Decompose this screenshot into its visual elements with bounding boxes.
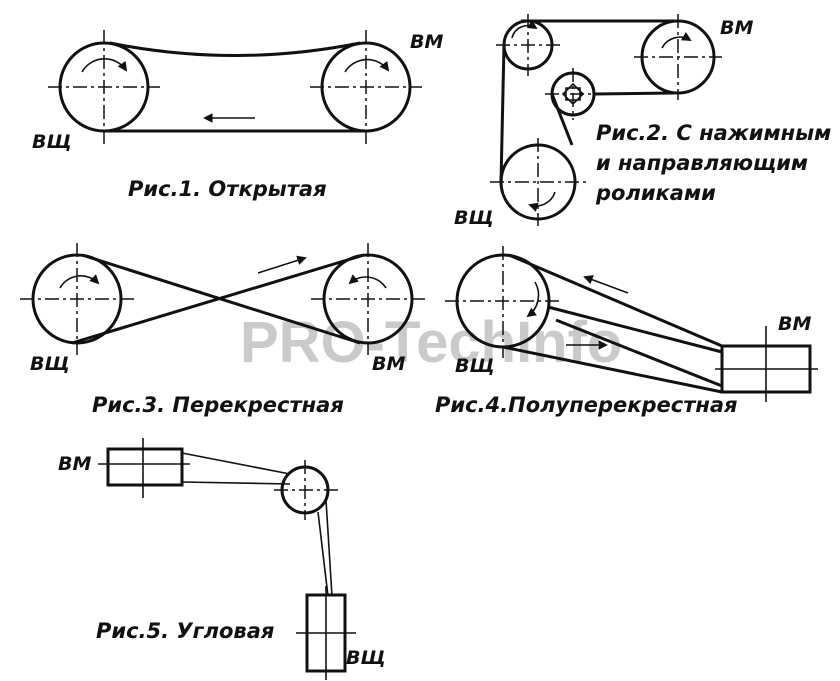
rotation-arrow [344,58,390,73]
center-lines [48,30,422,144]
center-lines [445,246,561,358]
figure-5-angular-belt: ВМ ВЩ Рис.5. Угловая [58,438,386,680]
belt-upper-branch [508,253,723,348]
figure-4-half-crossed-belt: ВЩ ВМ Рис.4.Полуперекрестная [435,246,818,417]
belt-upper-branch [109,41,361,57]
roller-bearing-mark [561,82,585,106]
figure-caption: Рис.3. Перекрестная [92,393,344,417]
driven-shaft-label: ВМ [372,353,405,375]
rotation-arrow [511,19,538,39]
driven-shaft-label: ВМ [720,17,753,39]
drive-shaft-label: ВЩ [454,207,494,229]
belt-horizontal-run [181,452,291,485]
figure-caption-line-2: и направляющим [596,151,808,175]
figure-2-idler-rollers: ВЩ ВМ Рис.2. С нажимным и направляющим р… [454,14,831,229]
center-lines [296,586,356,680]
drive-shaft-label: ВЩ [30,353,70,375]
belt-direction-arrow [583,275,629,294]
belt-direction-arrow [257,255,307,274]
belt-vertical-run [317,499,333,597]
center-lines [715,326,818,402]
belt-crossing-branch [547,305,723,354]
watermark: PRO-TechInfo [240,310,622,375]
rotation-arrow [59,274,100,289]
drive-shaft-label: ВЩ [455,355,495,377]
center-lines [98,438,190,498]
belt-tensioned-branch [593,91,676,96]
drive-shaft-label: ВЩ [32,131,72,153]
driven-shaft-label: ВМ [58,453,91,475]
driven-shaft-label: ВМ [410,31,443,53]
rotation-arrow [661,31,692,49]
center-lines [274,460,338,520]
figure-caption-line-1: Рис.2. С нажимным [596,121,831,145]
figure-1-open-belt: ВЩ ВМ Рис.1. Открытая [32,30,443,201]
driven-pulley-side-view [106,447,184,487]
driven-shaft-label: ВМ [778,313,811,335]
rotation-arrow [348,274,387,289]
belt-return-branch [555,318,723,388]
belt-lower-branch [502,345,723,394]
figure-caption-line-3: роликами [595,181,716,205]
center-lines [20,243,425,355]
belt-left-branch [499,44,506,183]
rotation-arrow [81,58,128,73]
rotation-arrow [528,191,556,212]
figure-caption: Рис.1. Открытая [128,177,327,201]
figure-caption: Рис.4.Полуперекрестная [435,393,738,417]
drive-shaft-label: ВЩ [346,647,386,669]
figure-3-crossed-belt: ВЩ ВМ Рис.3. Перекрестная [20,243,425,417]
belt-cross-branch-b [71,253,365,345]
center-lines [490,14,722,226]
figure-caption: Рис.5. Угловая [96,619,274,643]
rotation-arrow [526,281,540,318]
belt-return-branch [550,93,574,146]
